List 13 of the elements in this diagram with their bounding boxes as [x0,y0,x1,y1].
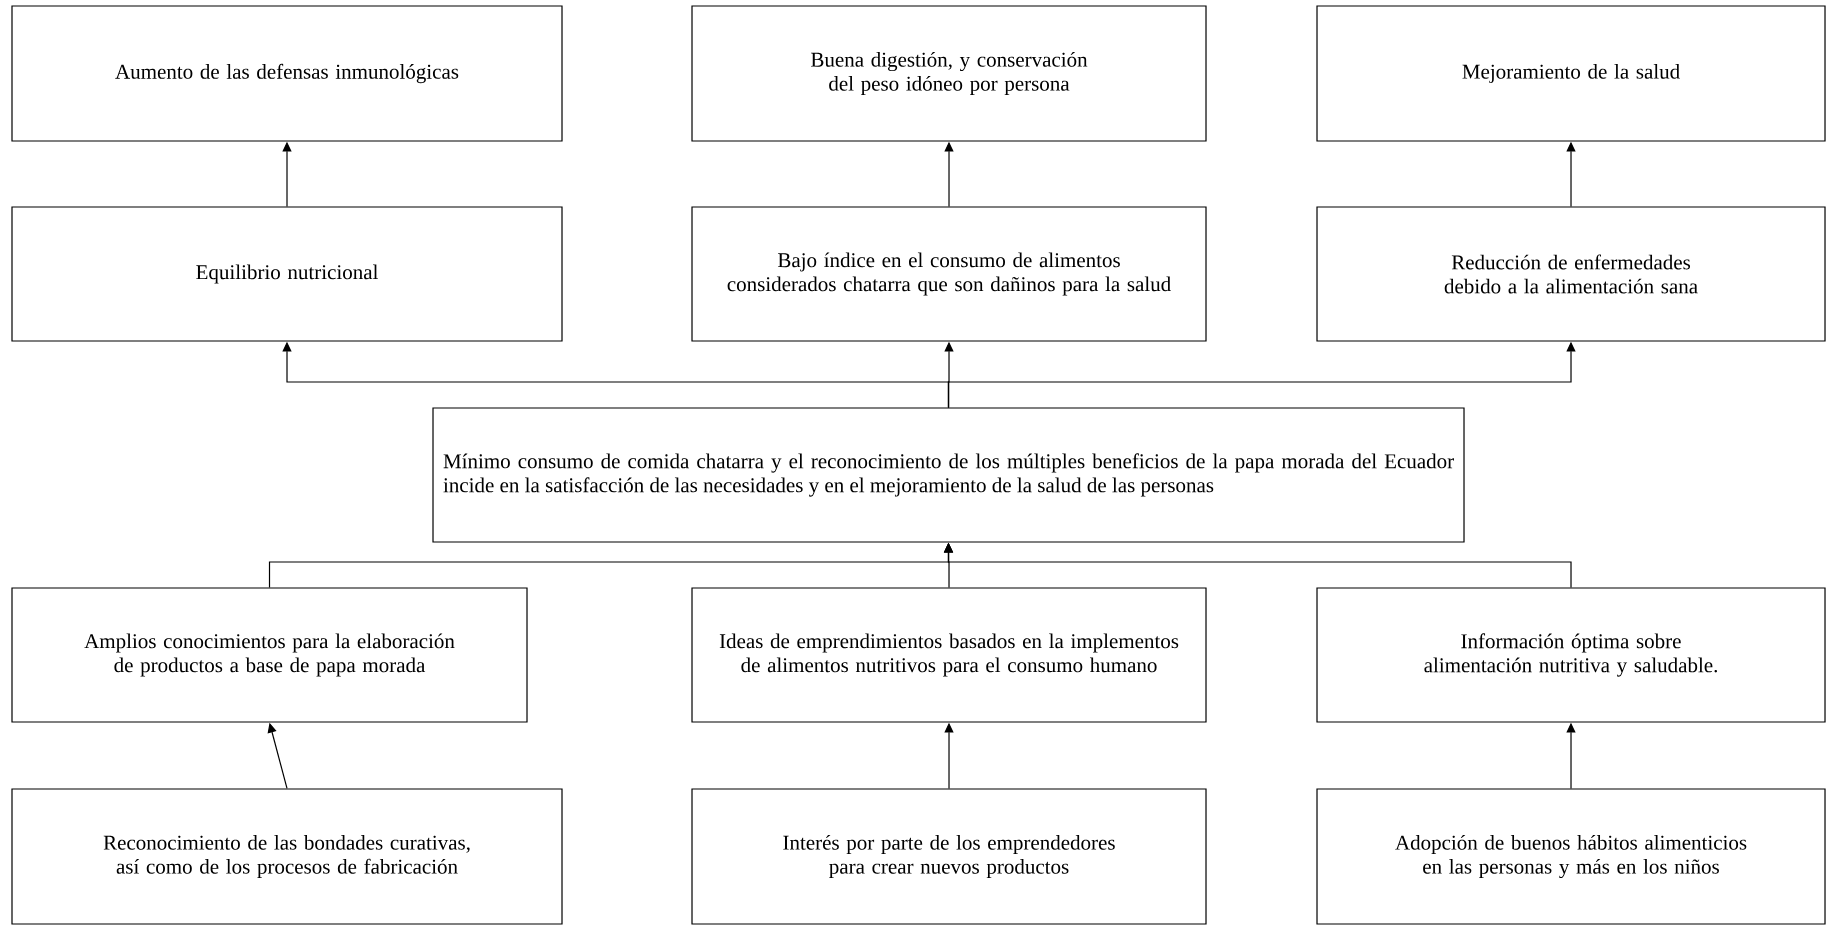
text-box: Aumento de las defensas inmunológicas [11,5,563,142]
text-box: Reconocimiento de las bondades curativas, así como de los procesos de fabricación [11,788,563,925]
text-box: Mejoramiento de la salud [1316,5,1826,142]
text-box: Adopción de buenos hábitos alimenticios en las personas y más en los niños [1316,788,1826,925]
text-box: Buena digestión, y conservación del peso idóneo por persona [691,5,1207,142]
text-box: Amplios conocimientos para la elaboración de productos a base de papa morada [11,587,528,723]
text-box: Información óptima sobre alimentación nutritiva y saludable. [1316,587,1826,723]
text-box: Reducción de enfermedades debido a la alimentación sana [1316,206,1826,342]
text-box: Ideas de emprendimientos basados en la implementos de alimentos nutritivos para el consumo humano [691,587,1207,723]
text-box: Bajo índice en el consumo de alimentos considerados chatarra que son dañinos para la salud [691,206,1207,342]
text-box: Equilibrio nutricional [11,206,563,342]
text-box: Interés por parte de los emprendedores para crear nuevos productos [691,788,1207,925]
text-box: Mínimo consumo de comida chatarra y el reconocimiento de los múltiples beneficios de la papa morada del Ecuador incide en la satisfacción de las necesidades y en el mejoramiento de la salud de las personas [432,407,1465,543]
